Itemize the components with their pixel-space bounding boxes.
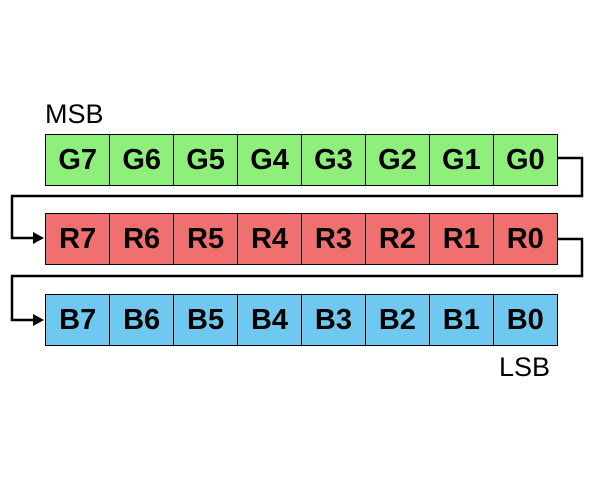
- bit-cell-r2: R2: [364, 213, 431, 265]
- bit-cell-r4: R4: [236, 213, 303, 265]
- bit-cell-g0: G0: [492, 134, 558, 186]
- blue-bit-row: B7 B6 B5 B4 B3 B2 B1 B0: [45, 294, 558, 346]
- bit-cell-r3: R3: [300, 213, 367, 265]
- red-bit-row: R7 R6 R5 R4 R3 R2 R1 R0: [45, 213, 558, 265]
- bit-cell-b3: B3: [300, 294, 367, 346]
- bit-cell-g6: G6: [108, 134, 175, 186]
- bit-cell-g3: G3: [300, 134, 367, 186]
- bit-cell-b6: B6: [108, 294, 175, 346]
- bit-cell-r1: R1: [428, 213, 495, 265]
- bit-cell-g4: G4: [236, 134, 303, 186]
- arrow-head-red-row: [33, 232, 44, 244]
- bit-cell-r0: R0: [492, 213, 558, 265]
- bit-cell-r6: R6: [108, 213, 175, 265]
- bit-cell-g1: G1: [428, 134, 495, 186]
- bit-cell-r7: R7: [45, 213, 111, 265]
- bit-cell-g7: G7: [45, 134, 111, 186]
- bit-cell-g2: G2: [364, 134, 431, 186]
- lsb-label: LSB: [499, 352, 551, 382]
- bit-cell-b0: B0: [492, 294, 558, 346]
- bit-cell-b1: B1: [428, 294, 495, 346]
- bit-cell-r5: R5: [172, 213, 239, 265]
- green-bit-row: G7 G6 G5 G4 G3 G2 G1 G0: [45, 134, 558, 186]
- msb-label: MSB: [45, 99, 104, 129]
- bit-cell-b5: B5: [172, 294, 239, 346]
- bit-cell-g5: G5: [172, 134, 239, 186]
- bit-cell-b2: B2: [364, 294, 431, 346]
- bit-cell-b4: B4: [236, 294, 303, 346]
- bit-cell-b7: B7: [45, 294, 111, 346]
- arrow-head-blue-row: [33, 314, 44, 326]
